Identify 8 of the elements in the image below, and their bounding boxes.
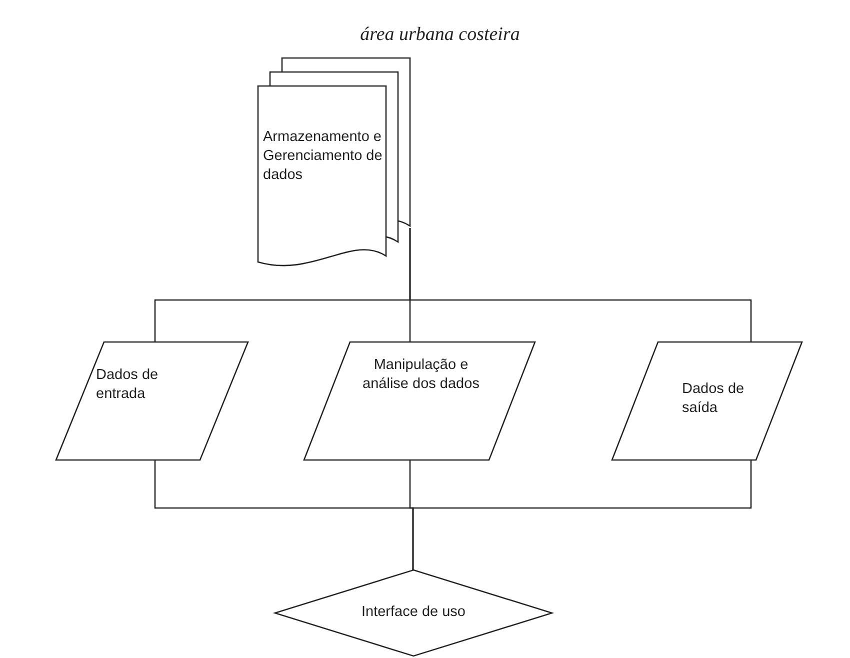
node-label: Dados de saída: [682, 380, 746, 418]
node-label: Manipulação e análise dos dados: [362, 356, 480, 394]
diagram-title: área urbana costeira: [359, 24, 521, 46]
node-label: Armazenamento e Gerenciamento de dados: [263, 128, 384, 185]
connector-line: [409, 228, 752, 342]
node-label: Dados de entrada: [96, 366, 160, 404]
connector-line: [412, 460, 752, 570]
node-label: Interface de uso: [360, 603, 466, 622]
